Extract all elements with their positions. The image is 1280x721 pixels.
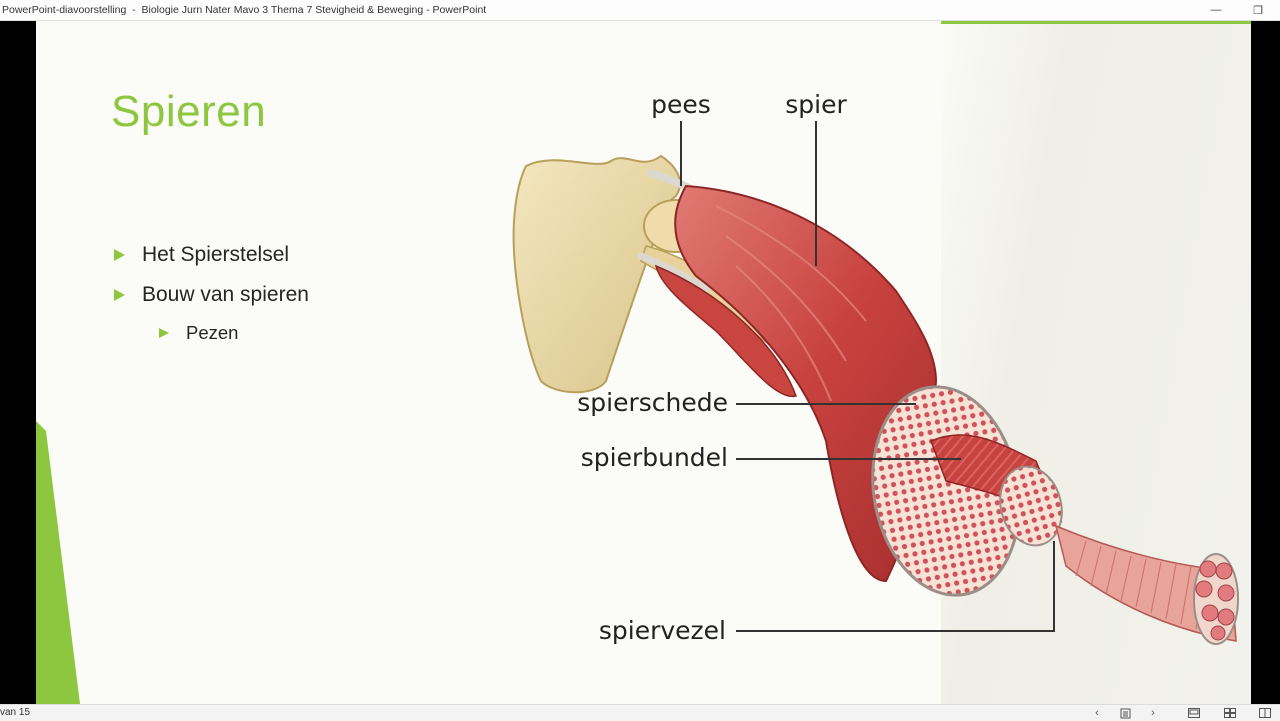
myofibril-cross-sections (1195, 560, 1235, 641)
slide-accent-bar (941, 21, 1251, 24)
restore-icon: ❐ (1253, 4, 1263, 17)
muscle-striations (715, 205, 867, 402)
tendon-lower (637, 252, 710, 293)
status-bar: van 15 ‹ › (0, 704, 1280, 721)
biceps-muscle (674, 184, 938, 583)
reading-view-icon (1259, 708, 1271, 718)
window-title: PowerPoint-diavoorstelling - Biologie Ju… (2, 4, 487, 16)
minimize-button[interactable]: — (1196, 0, 1236, 20)
muscle-anatomy-diagram: pees spier spierschede spierbundel spier… (512, 90, 1239, 645)
scapula-bone (512, 154, 681, 394)
label-pees: pees (651, 90, 711, 119)
bullet-item: Het Spierstelsel (114, 243, 289, 267)
restore-button[interactable]: ❐ (1238, 0, 1278, 20)
bullet-text: Het Spierstelsel (142, 243, 290, 266)
muscle-fibre (1054, 524, 1237, 642)
normal-view-icon (1188, 708, 1200, 718)
slide-title: Spieren (111, 87, 267, 136)
slide-sorter-button[interactable] (1219, 706, 1241, 720)
label-spier: spier (785, 90, 847, 119)
sub-bullet-item: Pezen (159, 322, 238, 344)
green-accent-wedge (36, 421, 80, 704)
slide-sorter-icon (1224, 708, 1236, 718)
label-spiervezel: spiervezel (599, 616, 726, 645)
bundle-cross-section (999, 465, 1063, 547)
muscle-lower-belly (654, 264, 797, 398)
minimize-icon: — (1210, 4, 1222, 16)
next-slide-button[interactable]: › (1142, 706, 1164, 720)
bullet-arrow-icon (114, 289, 125, 301)
chevron-left-icon: ‹ (1095, 707, 1099, 719)
leader-line-spiervezel (736, 541, 1055, 632)
chevron-right-icon: › (1151, 707, 1155, 719)
reading-view-button[interactable] (1254, 706, 1276, 720)
label-spierschede: spierschede (577, 388, 728, 417)
slide-menu-button[interactable] (1114, 706, 1136, 720)
sub-bullet-arrow-icon (159, 328, 169, 338)
previous-slide-button[interactable]: ‹ (1086, 706, 1108, 720)
bullet-item: Bouw van spieren (114, 283, 309, 307)
menu-icon (1120, 708, 1130, 718)
bullet-text: Bouw van spieren (142, 283, 309, 306)
bullet-arrow-icon (114, 249, 125, 261)
window-titlebar: PowerPoint-diavoorstelling - Biologie Ju… (0, 0, 1280, 21)
slide-counter: van 15 (0, 707, 31, 718)
sub-bullet-text: Pezen (186, 322, 239, 343)
normal-view-button[interactable] (1183, 706, 1205, 720)
slide-canvas[interactable]: Spieren Het Spierstelsel Bouw van spiere… (36, 21, 1251, 704)
label-spierbundel: spierbundel (581, 443, 728, 472)
